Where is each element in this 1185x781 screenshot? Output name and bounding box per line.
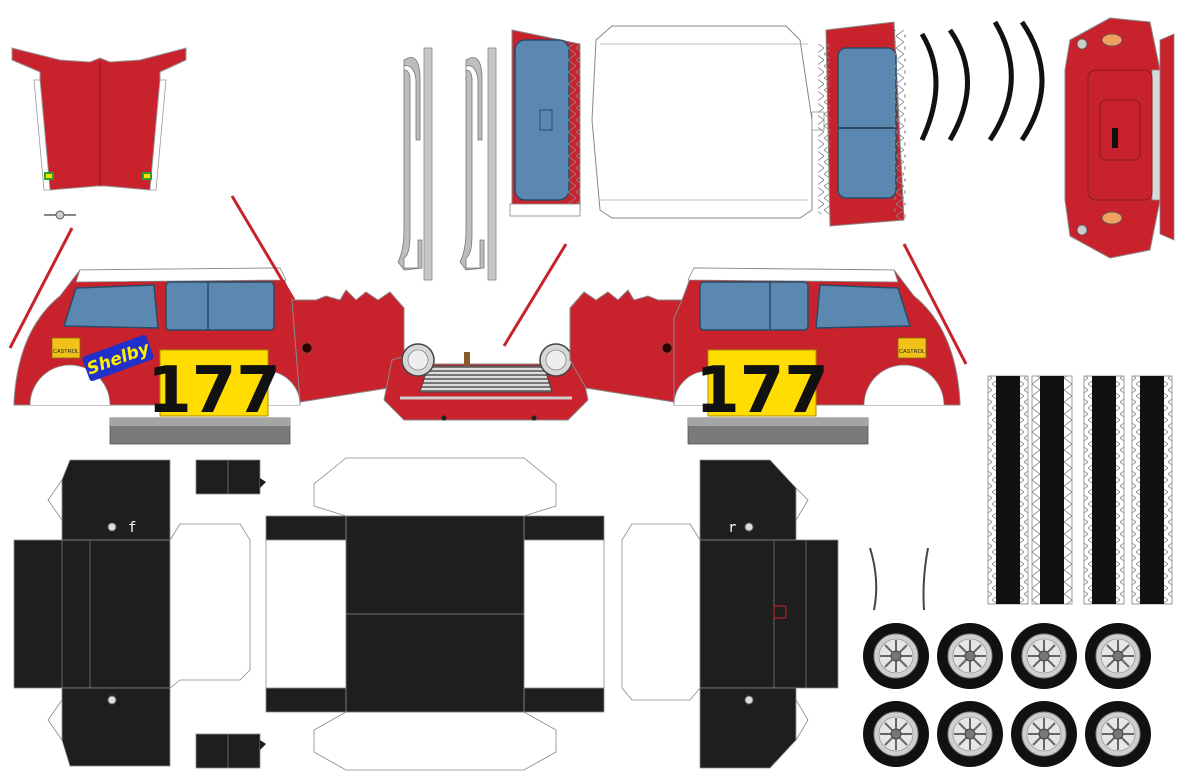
bonnet-piece <box>11 47 187 191</box>
grille-icon <box>400 352 572 400</box>
wheel-icon <box>1010 622 1078 690</box>
tyre-strips <box>987 375 1173 605</box>
wheel-icon <box>862 622 930 690</box>
right-badge: CASTROL <box>897 337 927 359</box>
tyre-strip <box>1131 375 1173 605</box>
small-tab-top <box>195 459 266 495</box>
wheel-icon <box>1010 700 1078 768</box>
boot-panel <box>1064 17 1175 259</box>
mudflap-pieces <box>869 547 929 611</box>
wheel-icon <box>1084 622 1152 690</box>
right-race-number: 177 <box>695 354 829 428</box>
arch-flares <box>919 20 1045 142</box>
left-race-number: 177 <box>147 354 281 428</box>
rear-mark: r <box>728 520 736 536</box>
tyre-strip <box>987 375 1029 605</box>
tyre-strip <box>1031 375 1073 605</box>
right-number-plate <box>707 349 817 417</box>
rear-chassis-piece <box>621 459 839 769</box>
headlight-icon <box>401 343 573 377</box>
left-number-plate <box>159 349 269 417</box>
rear-window-panel <box>509 29 581 217</box>
front-chassis-piece <box>13 459 251 767</box>
wheel-icon <box>1084 700 1152 768</box>
small-tab-bottom <box>195 733 266 769</box>
bumper-pieces <box>397 47 497 281</box>
wheel-icon <box>862 700 930 768</box>
right-side-body <box>673 243 968 445</box>
wheel-icon <box>936 700 1004 768</box>
floor-pan <box>265 457 605 771</box>
front-face <box>383 243 589 421</box>
right-badge-text: CASTROL <box>899 349 925 355</box>
wheel-icon <box>936 622 1004 690</box>
roof-panel <box>591 25 825 219</box>
tyre-strip <box>1083 375 1125 605</box>
left-badge: CASTROL <box>51 337 81 359</box>
right-skirt <box>569 289 683 403</box>
front-mark: f <box>128 520 136 536</box>
wheel-set <box>862 622 1152 768</box>
windscreen-panel <box>818 21 906 227</box>
left-badge-text: CASTROL <box>53 349 79 355</box>
fuel-cap-icon <box>44 210 76 220</box>
